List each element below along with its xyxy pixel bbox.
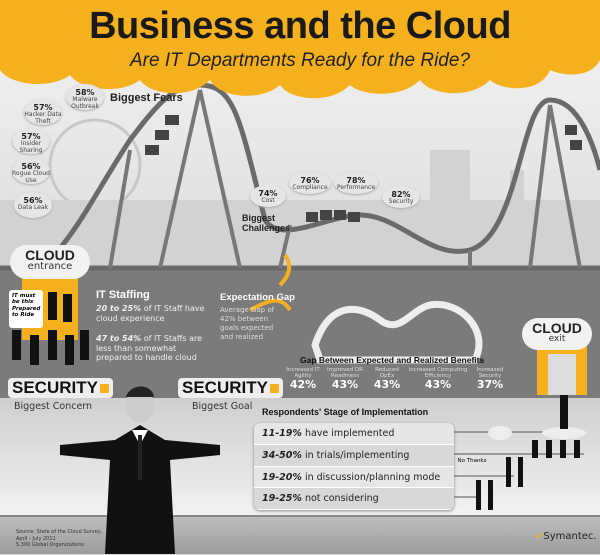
fear-bubble: 57%Hacker Data Theft bbox=[24, 99, 62, 125]
staffing-text-2: 47 to 54% of IT Staffs are less than som… bbox=[96, 334, 203, 363]
no-thanks-bubble: No Thanks bbox=[457, 455, 487, 473]
lock-icon bbox=[99, 384, 109, 393]
fear-bubble: 56%Rogue Cloud Use bbox=[12, 158, 50, 184]
fears-title: Biggest Fears bbox=[110, 92, 183, 104]
challenge-bubble: 82%Security bbox=[382, 186, 420, 208]
symantec-logo: ✔Symantec. bbox=[535, 531, 597, 542]
staffing-title: IT Staffing bbox=[96, 289, 150, 301]
stage-row: 34-50% in trials/implementing bbox=[254, 444, 454, 467]
fear-bubble: 56%Data Leak bbox=[14, 192, 52, 218]
expectation-text: Average Gap of 42% between goals expecte… bbox=[220, 306, 275, 342]
benefits-title: Gap Between Expected and Realized Benefi… bbox=[300, 355, 485, 365]
entrance-big: CLOUD bbox=[25, 247, 75, 263]
checkmark-icon: ✔ bbox=[535, 531, 544, 542]
height-requirement-sign: IT must be this Prepared to Ride bbox=[9, 290, 43, 328]
staffing-text-1: 20 to 25% of IT Staff have cloud experie… bbox=[96, 304, 205, 323]
cloud-exit-sign: CLOUD exit bbox=[522, 318, 592, 350]
exit-big: CLOUD bbox=[532, 320, 582, 336]
stage-row: 19-25% not considering bbox=[254, 488, 454, 510]
challenge-bubble: 74%Cost bbox=[250, 185, 286, 207]
stage-people-illustration bbox=[454, 395, 586, 510]
security-goal-badge: SECURITY bbox=[178, 378, 283, 398]
stages-title: Respondents' Stage of Implementation bbox=[262, 407, 429, 417]
page-title: Business and the Cloud bbox=[89, 5, 511, 47]
page-subtitle: Are IT Departments Ready for the Ride? bbox=[129, 50, 471, 71]
security-concern-label: Biggest Concern bbox=[14, 401, 93, 412]
title-cloud bbox=[0, 0, 600, 99]
stage-row: 11-19% have implemented bbox=[254, 423, 454, 445]
challenges-title: Biggest Challenges bbox=[242, 213, 291, 233]
businessman-illustration bbox=[60, 386, 220, 554]
stage-row: 19-20% in discussion/planning mode bbox=[254, 467, 454, 489]
security-concern-badge: SECURITY bbox=[8, 378, 113, 398]
info-band bbox=[0, 270, 600, 398]
expectation-title: Expectation Gap bbox=[220, 292, 295, 303]
roller-coaster-illustration bbox=[0, 82, 600, 364]
fear-bubble: 57%Insider Sharing bbox=[12, 128, 50, 154]
source-note: Source: State of the Cloud Survey,April … bbox=[16, 529, 103, 548]
challenge-bubble: 76%Compliance bbox=[289, 172, 331, 194]
stages-list: 11-19% have implemented 34-50% in trials… bbox=[254, 423, 454, 510]
cloud-entrance-sign: CLOUD entrance bbox=[10, 245, 90, 279]
fear-bubble: 58%Malware Outbreak bbox=[66, 84, 104, 110]
people-silhouettes bbox=[12, 292, 89, 365]
footer bbox=[0, 515, 600, 554]
challenge-bubble: 78%Performance bbox=[334, 172, 378, 194]
lock-icon bbox=[269, 384, 279, 393]
security-goal-label: Biggest Goal bbox=[192, 401, 253, 412]
exit-small: exit bbox=[548, 334, 566, 344]
entrance-small: entrance bbox=[27, 261, 73, 272]
